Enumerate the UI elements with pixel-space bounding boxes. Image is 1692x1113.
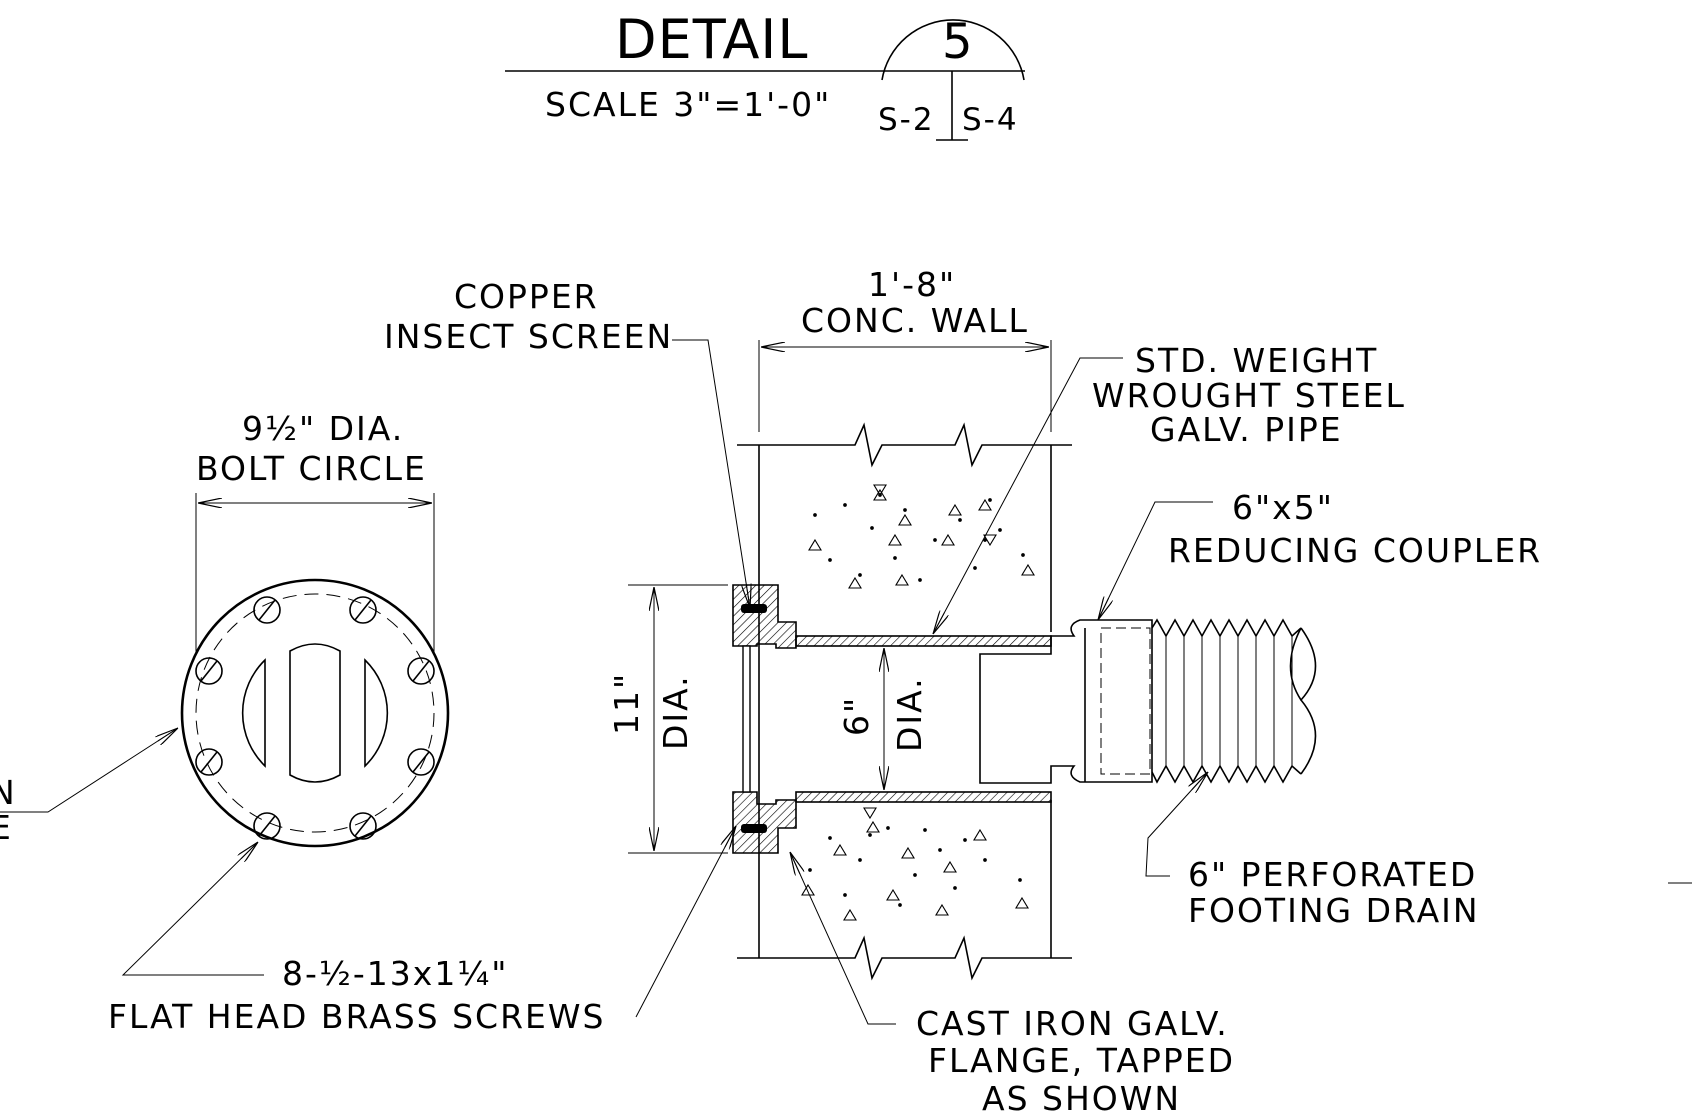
pipe-dia-value: 6" (837, 696, 876, 736)
bolt-circle-centerline (195, 593, 435, 833)
screw-head-icon (407, 748, 435, 776)
left-callout-text-1: N (0, 773, 17, 812)
break-line-top (737, 422, 1072, 468)
flange-dia-label: DIA. (656, 674, 695, 750)
insect-screen-grille (241, 643, 389, 783)
insect-screen-text-2: INSECT SCREEN (384, 317, 673, 356)
flange-dia-value: 11" (607, 672, 646, 735)
flange-upper (732, 584, 797, 649)
flange-text-1: CAST IRON GALV. (916, 1004, 1229, 1043)
screw-head-icon (253, 812, 281, 840)
screws-label: FLAT HEAD BRASS SCREWS (108, 997, 605, 1036)
flange-leader (790, 852, 896, 1025)
pipe-text-2: WROUGHT STEEL (1092, 376, 1406, 415)
left-callout-text-2: E (0, 808, 13, 847)
screws-leader (121, 842, 264, 976)
coupler-hidden-line (1100, 627, 1151, 775)
screw-heads (195, 596, 435, 840)
flange-outline (180, 578, 450, 848)
screw-head-icon (195, 657, 223, 685)
insect-screen-section (742, 645, 751, 793)
drain-leader (1145, 772, 1208, 877)
pipe-wall-upper (795, 635, 1052, 647)
left-callout-leader (0, 728, 178, 813)
flange-lower (732, 791, 797, 854)
title-block: DETAIL SCALE 3"=1'-0" 5 S-2 S-4 (505, 8, 1025, 141)
perforated-footing-drain (1151, 618, 1317, 784)
flange-front-view: 9½" DIA. BOLT CIRCLE N E 8-½-13x1¼" FLAT… (0, 409, 605, 1036)
insect-screen-leader (672, 339, 750, 608)
section-bubble (881, 19, 1025, 81)
flange-text-3: AS SHOWN (982, 1079, 1181, 1113)
wall-dim-text: 1'-8" (868, 265, 956, 304)
bolt-circle-dim-text: 9½" DIA. (242, 409, 404, 448)
sheet-ref-right: S-4 (962, 102, 1019, 138)
drain-text-2: FOOTING DRAIN (1188, 891, 1480, 930)
pipe-text-3: GALV. PIPE (1150, 410, 1343, 449)
screw-head-icon (349, 812, 377, 840)
pipe-wall-lower (795, 791, 1052, 803)
screws-dim-text: 8-½-13x1¼" (282, 954, 508, 993)
pipe-text-1: STD. WEIGHT (1135, 341, 1378, 380)
pipe-leader (933, 357, 1123, 634)
break-line-bottom (737, 935, 1072, 981)
screw-head-icon (195, 748, 223, 776)
detail-number: 5 (942, 14, 975, 70)
title-label: DETAIL (615, 8, 808, 71)
coupler-dim-text: 6"x5" (1232, 488, 1334, 527)
pipe-break-icon (1299, 627, 1317, 775)
screws-section-leader (635, 826, 736, 1018)
coupler-label: REDUCING COUPLER (1168, 531, 1542, 570)
screw-section-icon (741, 824, 767, 833)
screw-section-icon (741, 604, 767, 613)
sheet-ref-left: S-2 (878, 102, 935, 138)
bolt-circle-label: BOLT CIRCLE (196, 449, 427, 488)
screw-head-icon (407, 657, 435, 685)
concrete-stipple (801, 484, 1035, 921)
flange-text-2: FLANGE, TAPPED (928, 1041, 1235, 1080)
screw-head-icon (349, 596, 377, 624)
pipe-dia-label: DIA. (890, 676, 929, 752)
screw-head-icon (253, 596, 281, 624)
insect-screen-text-1: COPPER (454, 277, 599, 316)
coupler-leader (1098, 501, 1213, 620)
wall-label: CONC. WALL (801, 301, 1029, 340)
wall-section: 11" DIA. 6" DIA. 1'-8" CONC. WALL COPPER… (384, 265, 1692, 1113)
reducing-coupler (979, 619, 1153, 784)
title-scale: SCALE 3"=1'-0" (545, 85, 831, 124)
drain-text-1: 6" PERFORATED (1188, 855, 1477, 894)
